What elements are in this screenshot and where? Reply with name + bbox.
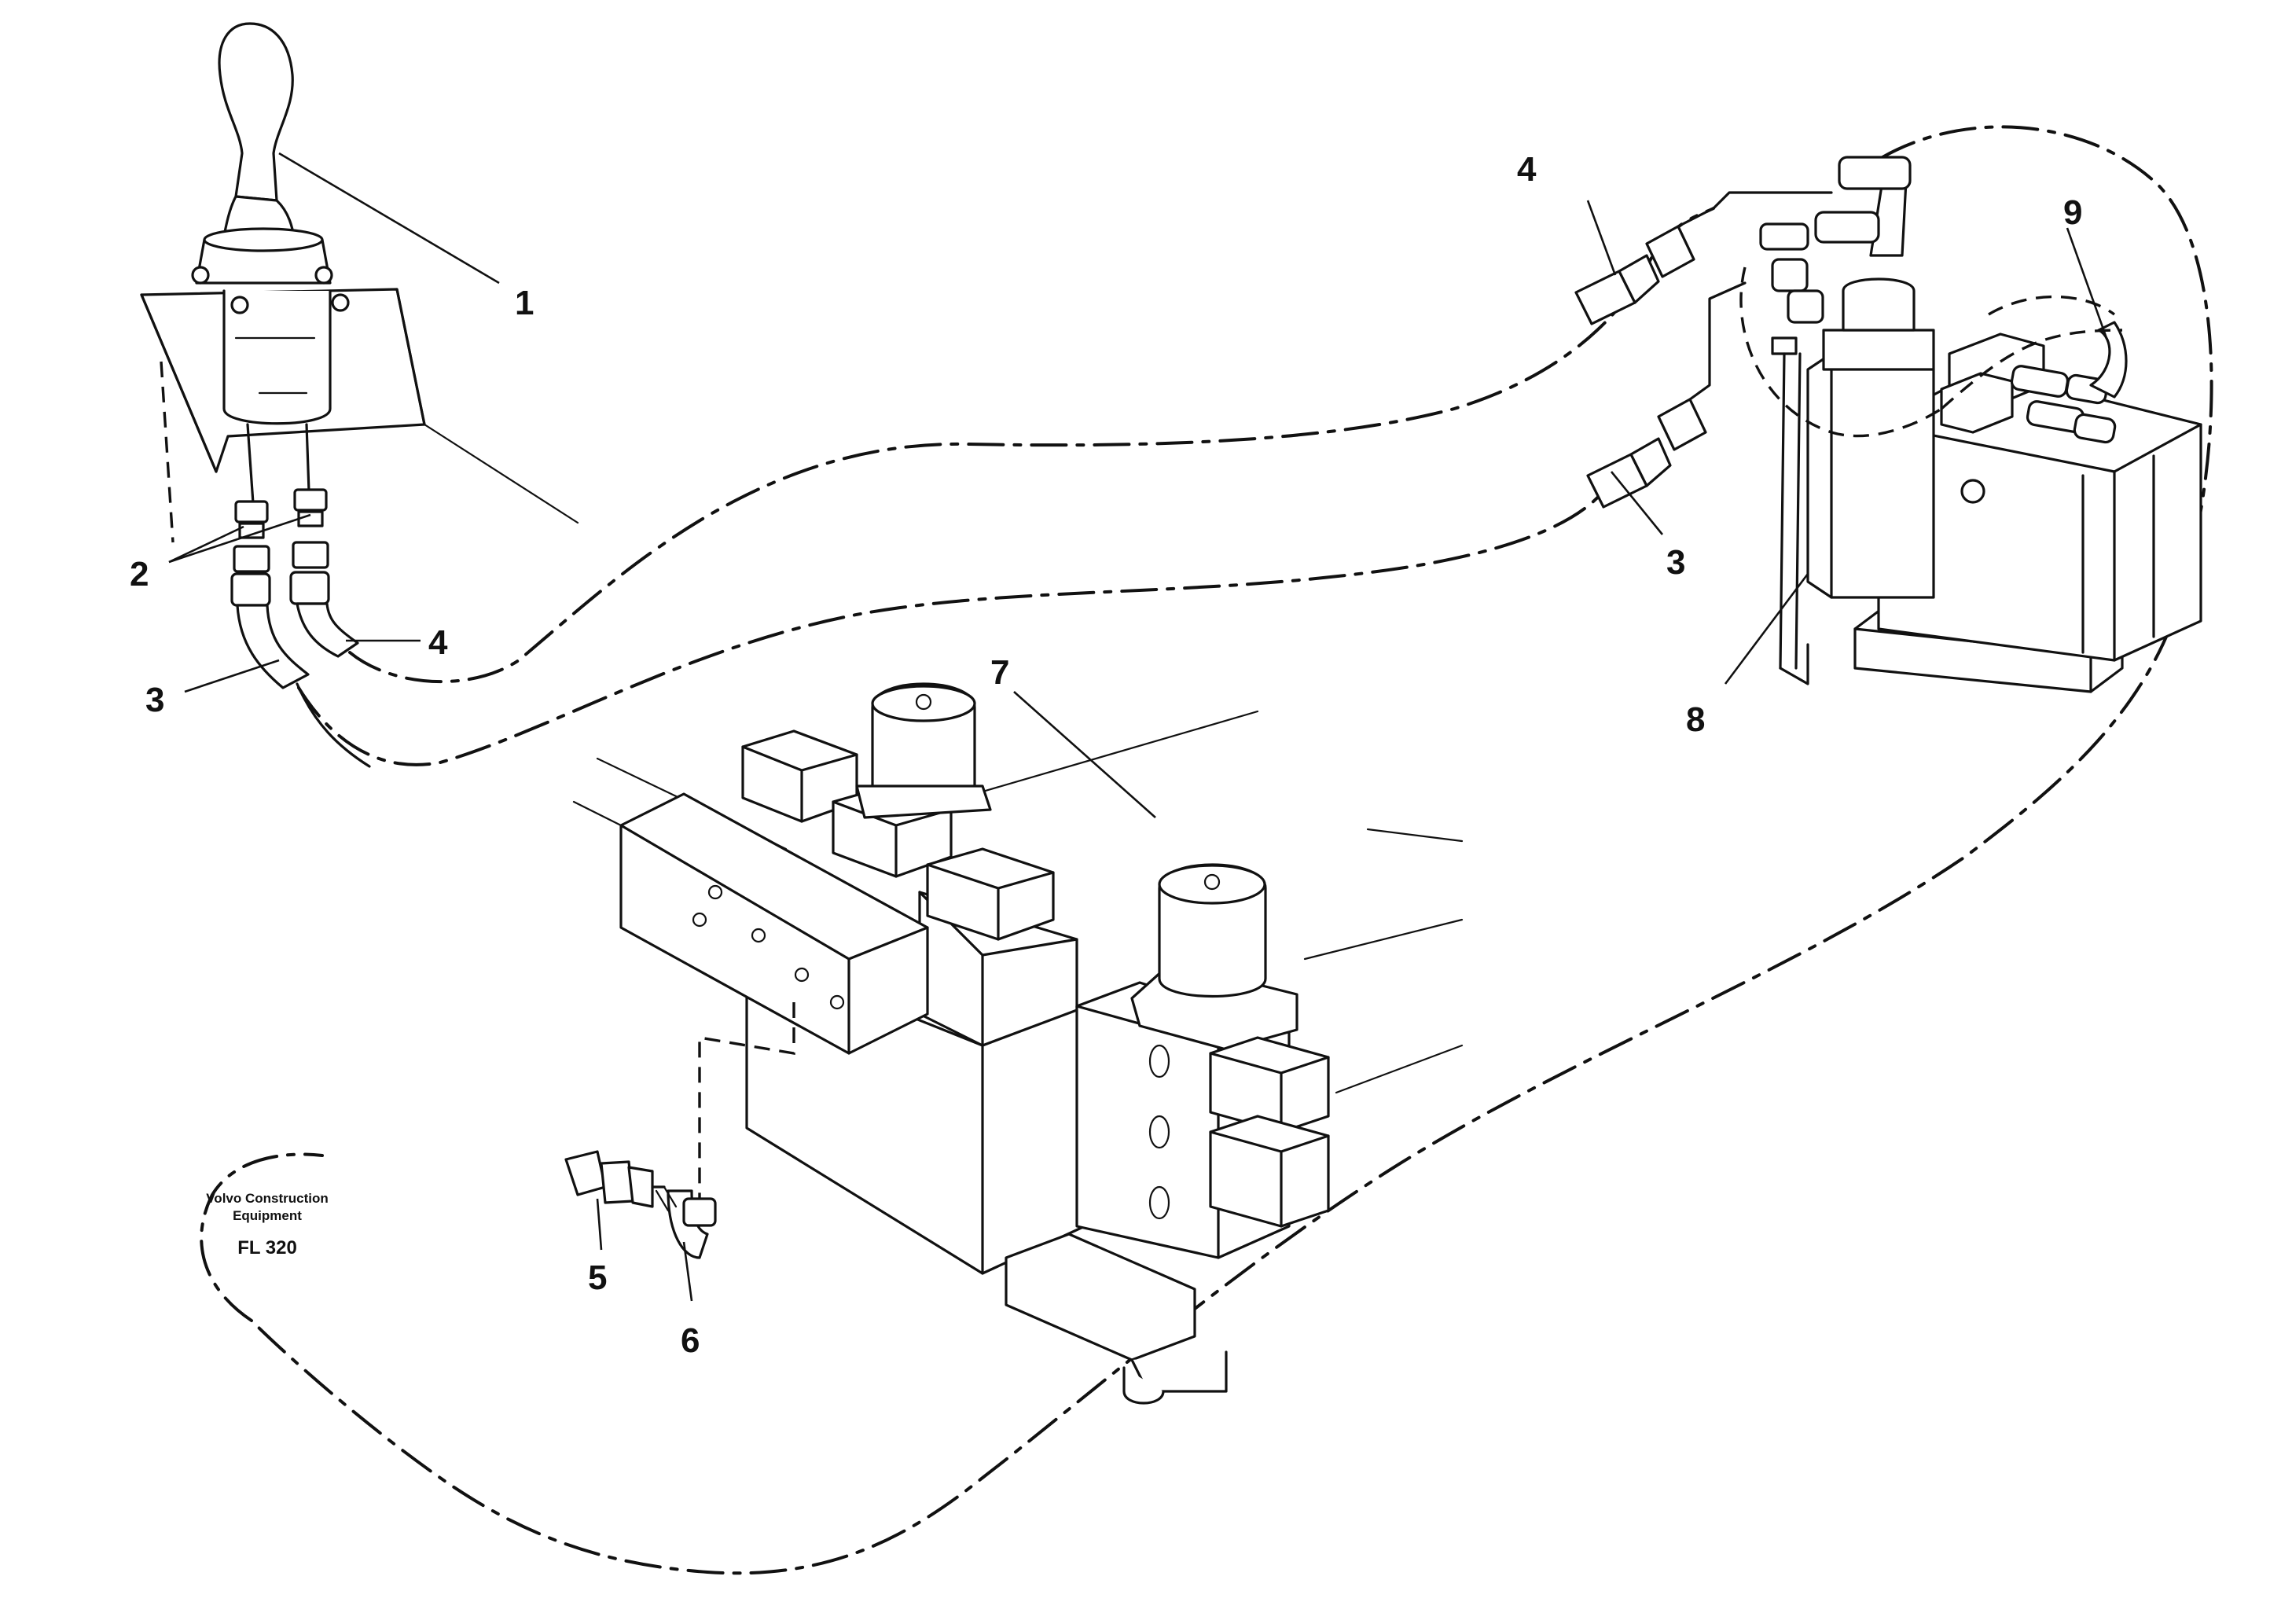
callout-4-right: 4 — [1517, 150, 1537, 189]
caption-line-2: Equipment — [233, 1208, 302, 1223]
main-control-valve — [572, 682, 1464, 1405]
joystick-fittings — [230, 488, 330, 607]
callout-1: 1 — [515, 284, 534, 322]
callout-labels: 1 2 3 4 4 3 7 8 9 5 6 — [130, 150, 2082, 1360]
leader-lines — [168, 152, 2108, 1302]
callout-8: 8 — [1686, 700, 1705, 739]
hose-4-left — [296, 602, 359, 658]
callout-2: 2 — [130, 555, 149, 593]
callout-7: 7 — [990, 653, 1009, 692]
fitting-6 — [655, 1185, 717, 1259]
callout-9: 9 — [2063, 193, 2082, 232]
hose-routes — [200, 125, 2213, 1575]
diagram-caption: Volvo Construction Equipment FL 320 — [206, 1191, 329, 1258]
right-hose-ends — [1574, 191, 1833, 509]
callout-6: 6 — [681, 1321, 700, 1360]
callout-3-left: 3 — [145, 681, 164, 719]
callout-5: 5 — [588, 1258, 607, 1297]
fitting-5 — [564, 1150, 666, 1208]
callout-3-right: 3 — [1666, 543, 1685, 582]
caption-model: FL 320 — [237, 1237, 297, 1258]
caption-line-1: Volvo Construction — [206, 1191, 329, 1206]
valve-block-right — [1739, 156, 2202, 693]
callout-4-left: 4 — [428, 623, 448, 662]
joystick-lever — [140, 22, 579, 543]
